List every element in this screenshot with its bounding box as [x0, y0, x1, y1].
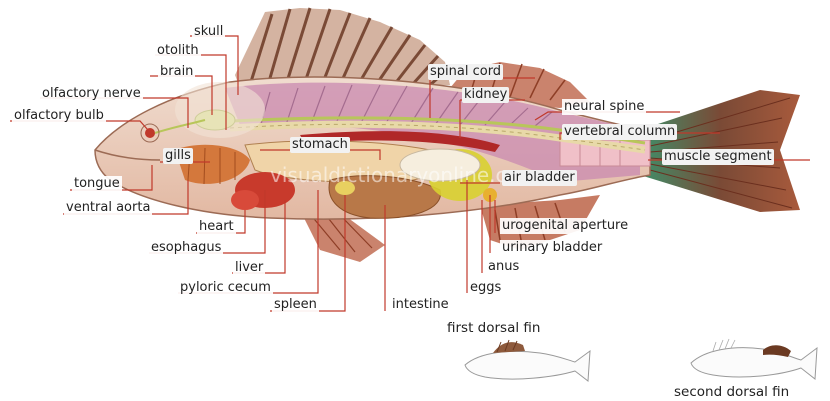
label-heart: heart [197, 219, 236, 235]
label-intestine: intestine [390, 297, 451, 313]
label-spinal-cord: spinal cord [428, 64, 503, 80]
label-eggs: eggs [468, 280, 503, 296]
inset-second-dorsal-fin [683, 335, 823, 385]
label-air-bladder: air bladder [502, 170, 577, 186]
label-stomach: stomach [290, 137, 350, 153]
olfactory-bulb-shape [145, 128, 155, 138]
label-kidney: kidney [462, 87, 509, 103]
label-otolith: otolith [155, 43, 201, 59]
label-skull: skull [192, 24, 225, 40]
label-gills: gills [163, 148, 193, 164]
label-tongue: tongue [72, 176, 122, 192]
label-esophagus: esophagus [149, 240, 223, 256]
label-liver: liver [233, 260, 265, 276]
label-ventral-aorta: ventral aorta [64, 200, 152, 216]
caption-first-dorsal-fin: first dorsal fin [447, 320, 540, 336]
label-urinary-bladder: urinary bladder [500, 240, 604, 256]
label-muscle-segment: muscle segment [662, 149, 774, 165]
first-dorsal-fin [235, 8, 450, 88]
label-vertebral-column: vertebral column [562, 124, 677, 140]
label-spleen: spleen [272, 297, 319, 313]
inset-first-dorsal-fin [455, 337, 595, 387]
heart-shape [231, 190, 259, 210]
label-olfactory-nerve: olfactory nerve [40, 86, 143, 102]
label-brain: brain [158, 64, 195, 80]
label-urogenital-aperture: urogenital aperture [500, 218, 630, 234]
label-anus: anus [486, 259, 521, 275]
label-neural-spine: neural spine [562, 99, 646, 115]
caption-second-dorsal-fin: second dorsal fin [674, 384, 789, 400]
label-pyloric-cecum: pyloric cecum [178, 280, 273, 296]
label-olfactory-bulb: olfactory bulb [12, 108, 106, 124]
